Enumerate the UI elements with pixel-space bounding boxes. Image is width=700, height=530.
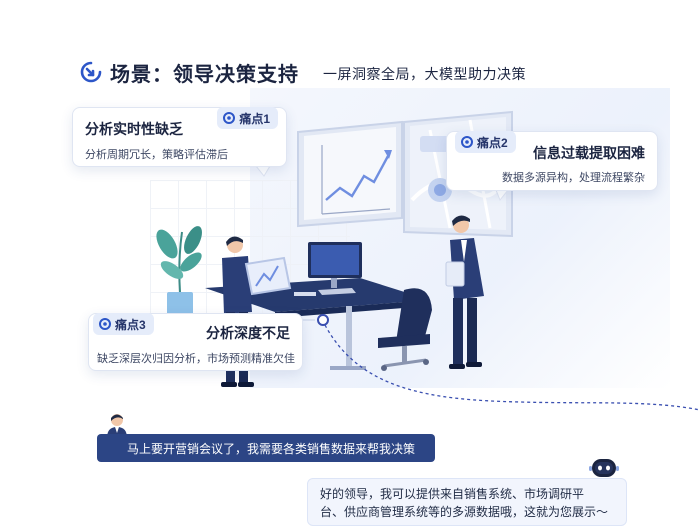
chart-target-icon (80, 61, 102, 83)
card1-tail (254, 165, 271, 177)
user-chat-bubble: 马上要开营销会议了，我需要各类销售数据来帮我决策 (97, 434, 435, 462)
page-title: 场景：领导决策支持 (110, 63, 299, 86)
pain-point-description: 缺乏深层次归因分析，市场预测精准欠佳 (97, 353, 295, 365)
pain-point-card-1: 痛点1 分析实时性缺乏 分析周期冗长，策略评估滞后 (72, 107, 287, 167)
pain-point-tag-3: 痛点3 (93, 313, 154, 335)
assistant-message-line-2: 台、供应商管理系统等的多源数据哦，这就为您展示～ (320, 505, 609, 519)
robot-avatar-icon (589, 459, 619, 477)
pain-point-tag-label: 痛点2 (477, 135, 508, 150)
wall-chart-screen (297, 120, 403, 228)
desktop-monitor (294, 242, 362, 296)
pain-point-card-3: 痛点3 分析深度不足 缺乏深层次归因分析，市场预测精准欠佳 (88, 313, 303, 371)
pain-point-description: 数据多源异构，处理流程繁杂 (502, 172, 645, 184)
pain-point-card-2: 痛点2 信息过载提取困难 数据多源异构，处理流程繁杂 (446, 131, 658, 191)
pain-point-tag-1: 痛点1 (217, 107, 278, 129)
pain-point-title: 分析深度不足 (206, 325, 290, 341)
pain-point-title: 分析实时性缺乏 (85, 121, 183, 137)
connector-dot (300, 314, 329, 326)
page-header: 场景：领导决策支持 (80, 58, 299, 86)
brand-logo-icon (223, 112, 236, 124)
pain-point-description: 分析周期冗长，策略评估滞后 (85, 149, 228, 161)
assistant-message-line-1: 好的领导，我可以提供来自销售系统、市场调研平 (320, 487, 585, 501)
assistant-chat-bubble: 好的领导，我可以提供来自销售系统、市场调研平 台、供应商管理系统等的多源数据哦，… (307, 478, 627, 526)
brand-logo-icon (461, 136, 473, 148)
pain-point-tag-2: 痛点2 (455, 131, 516, 153)
page-subtitle: 一屏洞察全局，大模型助力决策 (323, 66, 526, 82)
brand-logo-icon (99, 318, 111, 330)
potted-plant (156, 226, 202, 316)
pain-point-tag-label: 痛点3 (115, 317, 146, 332)
pain-point-title: 信息过载提取困难 (533, 145, 645, 161)
user-message: 马上要开营销会议了，我需要各类销售数据来帮我决策 (127, 441, 416, 456)
office-chair (378, 288, 432, 371)
pain-point-tag-label: 痛点1 (239, 111, 270, 126)
businessman-standing (445, 215, 484, 369)
